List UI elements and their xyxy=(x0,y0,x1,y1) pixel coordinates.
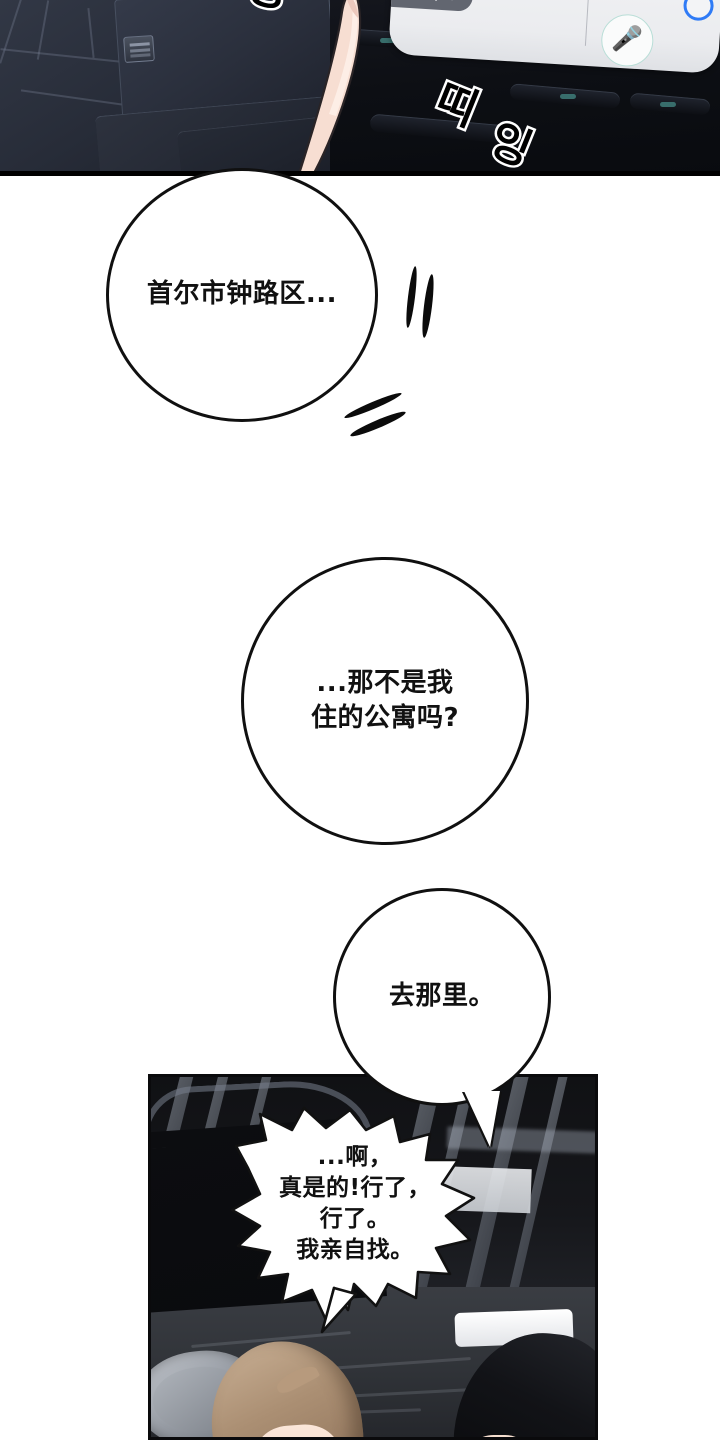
bubble-text: 首尔市钟路区... xyxy=(147,277,337,312)
bubble-text: ...那不是我 住的公寓吗? xyxy=(311,666,459,736)
effect-speed-line xyxy=(420,273,436,339)
speech-bubble-shout: ...啊， 真是的!行了， 行了。 我亲自找。 xyxy=(230,1106,480,1334)
nav-divider xyxy=(584,0,589,46)
bubble-line: 首尔市钟路区... xyxy=(146,279,338,310)
speech-bubble-command: 去那里。 xyxy=(333,888,551,1147)
vent-indicator-light xyxy=(660,102,676,107)
panel-car-interior: 내 위치로 🎤 띵 띠 잉 xyxy=(0,0,720,176)
nav-round-blue-button[interactable] xyxy=(682,0,715,22)
bubble-text: 去那里。 xyxy=(389,979,495,1014)
character-dark-face xyxy=(463,1435,533,1437)
bubble-tail xyxy=(464,1091,500,1147)
voice-search-button[interactable]: 🎤 xyxy=(599,12,655,68)
console-button-icon xyxy=(123,34,155,64)
nav-destination-chip[interactable]: 내 위치로 xyxy=(388,0,474,12)
bubble-line: 住的公寓吗? xyxy=(310,703,460,733)
speech-bubble-question: ...那不是我 住的公寓吗? xyxy=(241,557,529,845)
pointing-finger xyxy=(296,0,372,171)
effect-speed-line xyxy=(404,265,419,329)
bubble-line: ...那不是我 xyxy=(316,667,454,698)
vent-indicator-light xyxy=(560,94,576,99)
vent-indicator-light xyxy=(380,38,396,43)
microphone-icon: 🎤 xyxy=(610,24,644,55)
bubble-line: 去那里。 xyxy=(388,981,495,1012)
speech-bubble-address: 首尔市钟路区... xyxy=(106,168,378,422)
